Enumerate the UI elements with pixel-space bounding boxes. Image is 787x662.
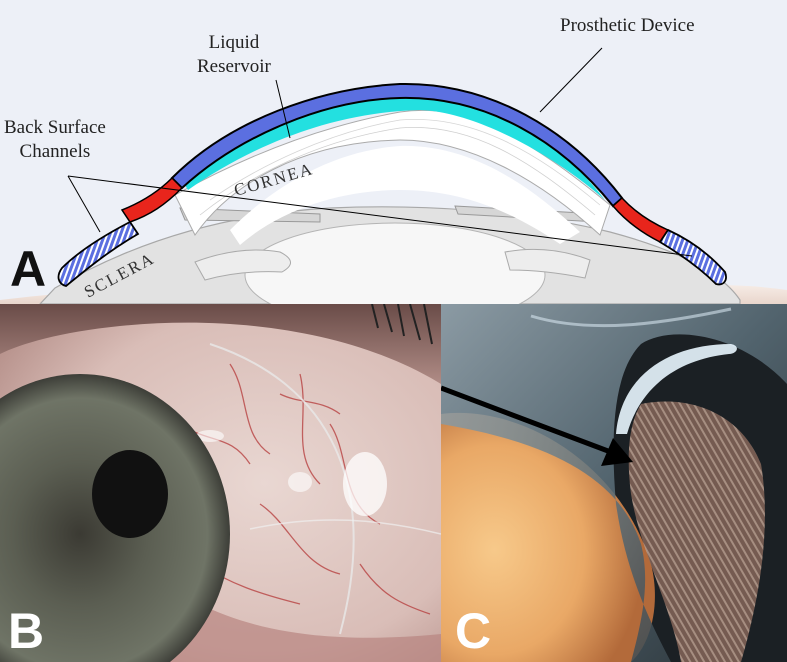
- prosthetic-device-label: Prosthetic Device: [560, 15, 695, 36]
- cornea-shape: [174, 109, 611, 236]
- panel-c-photo: C: [441, 304, 787, 662]
- lens-shape: [244, 222, 546, 304]
- eyelashes: [371, 304, 433, 345]
- leader-channels-right: [67, 175, 693, 257]
- leader-device: [539, 47, 603, 113]
- pupil: [92, 450, 168, 538]
- panel-letter-a: A: [10, 241, 47, 297]
- channels-label-line2: Channels: [19, 141, 91, 162]
- panel-a-diagram: CORNEA SCLERA Liquid Reservoir Prostheti…: [0, 0, 787, 304]
- back-surface-channels-left: [57, 220, 140, 287]
- lens-body: [441, 304, 787, 662]
- reflection-highlight: [343, 452, 387, 516]
- panel-letter-b: B: [8, 603, 45, 659]
- channel-ridges: [628, 401, 765, 662]
- back-surface-channels-right: [658, 228, 727, 286]
- ciliary-left: [194, 249, 291, 281]
- pointer-arrow: [441, 385, 617, 457]
- lens-closeup-c: [441, 304, 787, 662]
- haptic-left: [120, 176, 184, 223]
- panel-letter-c: C: [455, 603, 492, 659]
- eye-photo-b: [0, 304, 441, 662]
- anterior-chamber: [230, 145, 580, 245]
- liquid-reservoir-label-line1: Liquid: [208, 32, 260, 53]
- leader-reservoir: [275, 79, 291, 139]
- panel-b-photo: B: [0, 304, 441, 662]
- orange-background: [441, 412, 655, 662]
- channels-label-line1: Back Surface: [4, 117, 106, 138]
- liquid-reservoir-label: Liquid Reservoir: [197, 31, 271, 79]
- back-surface-channels-label: Back Surface Channels: [4, 116, 106, 164]
- arrow-head: [601, 438, 633, 466]
- eye-schematic: CORNEA SCLERA: [0, 47, 787, 304]
- ciliary-right: [504, 248, 591, 279]
- liquid-reservoir-label-line2: Reservoir: [197, 56, 271, 77]
- leader-channels-left: [67, 175, 101, 233]
- upper-eyelid: [0, 304, 441, 384]
- edge-highlight: [616, 344, 737, 434]
